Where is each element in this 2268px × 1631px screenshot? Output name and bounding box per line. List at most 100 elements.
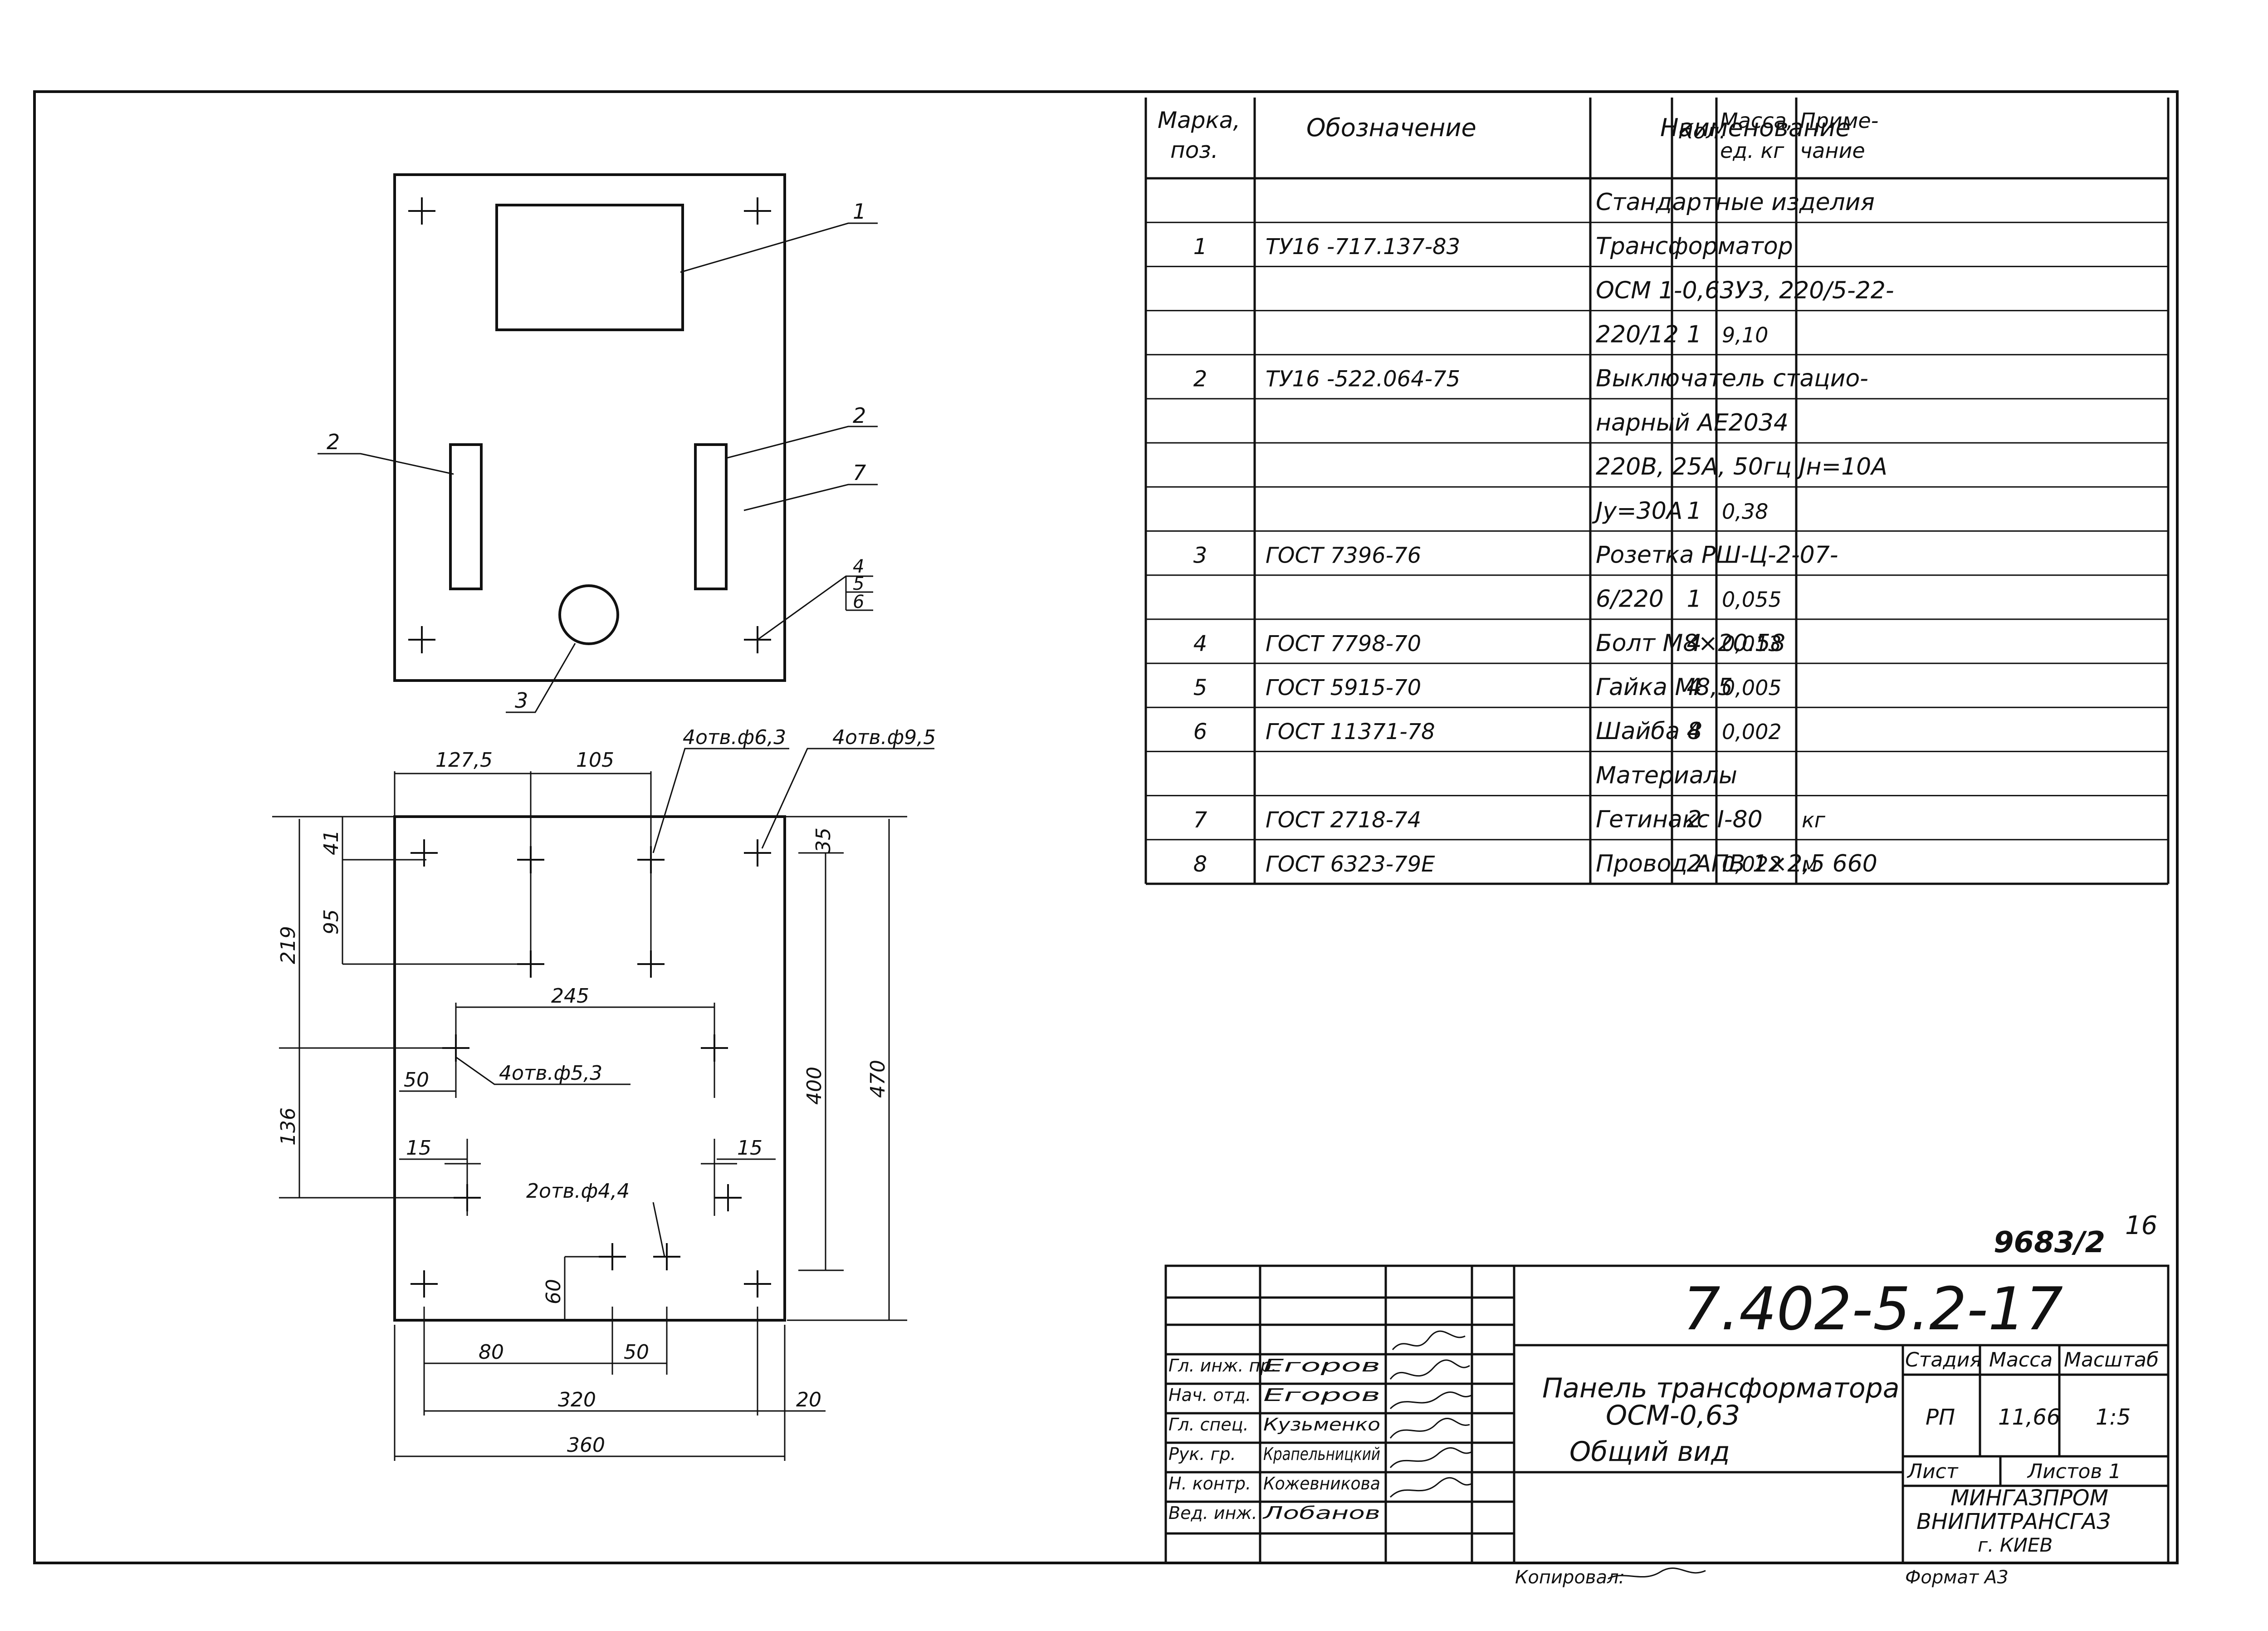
copier-signature — [1608, 1567, 1706, 1580]
spec-cell-pos: 3 — [1193, 543, 1207, 568]
callout-7: 7 — [853, 460, 866, 485]
dim-245: 245 — [551, 984, 589, 1008]
plan-view: 1 2 2 7 4 5 6 3 — [318, 173, 878, 713]
org-line-1: МИНГАЗПРОМ — [1950, 1485, 2108, 1511]
spec-cell-mass: 0,013 — [1722, 632, 1782, 656]
spec-cell-name: Гайка М8,5 — [1596, 674, 1733, 701]
document-number: 7.402-5.2-17 — [1683, 1274, 2063, 1343]
mass-value: 11,66 — [1998, 1405, 2060, 1430]
dim-50-bottom: 50 — [624, 1341, 649, 1364]
spec-cell-name: Шайба 8 — [1596, 718, 1702, 745]
callout-2-left: 2 — [327, 430, 340, 454]
spec-cell-pos: 4 — [1193, 631, 1207, 656]
dim-41: 41 — [320, 830, 343, 855]
callout-6: 6 — [853, 592, 864, 612]
spec-cell-pos: 1 — [1193, 234, 1207, 260]
spec-cell-designation: ГОСТ 11371-78 — [1266, 719, 1435, 744]
dim-95: 95 — [320, 909, 343, 935]
spec-cell-designation: ГОСТ 5915-70 — [1266, 675, 1421, 700]
dim-holes-6-3: 4отв.ф6,3 — [683, 726, 786, 749]
dim-105: 105 — [576, 749, 614, 772]
dim-80: 80 — [479, 1341, 504, 1364]
title-line-3: Общий вид — [1569, 1436, 1730, 1468]
dim-holes-4-4: 2отв.ф4,4 — [526, 1180, 630, 1203]
mass-label: Масса — [1989, 1348, 2053, 1371]
dim-360: 360 — [567, 1434, 605, 1457]
panel-outline — [393, 173, 786, 682]
dim-136: 136 — [277, 1107, 300, 1146]
role-label: Нач. отд. — [1168, 1385, 1251, 1405]
dim-127-5: 127,5 — [435, 749, 493, 772]
spec-cell-designation: ТУ16 -717.137-83 — [1266, 234, 1460, 260]
spec-header-pos-1: Марка, — [1158, 107, 1240, 133]
dim-15-right: 15 — [737, 1136, 763, 1160]
spec-cell-pos: 7 — [1193, 808, 1207, 833]
spec-header-note-1: Приме- — [1800, 108, 1878, 133]
sheet-corner-number: 16 — [2125, 1211, 2157, 1240]
spec-cell-designation: ГОСТ 2718-74 — [1266, 808, 1421, 833]
spec-cell-mass: 0,022 — [1722, 852, 1782, 877]
callout-2-right: 2 — [853, 403, 866, 428]
spec-cell-mass: 0,055 — [1722, 588, 1782, 612]
callout-3: 3 — [515, 688, 528, 713]
spec-header-mass-1: Масса, — [1720, 108, 1793, 133]
spec-cell-name: 220/12 — [1596, 321, 1679, 348]
dim-holes-9-5: 4отв.ф9,5 — [832, 726, 936, 749]
callout-5: 5 — [853, 573, 864, 594]
transformer-outline — [495, 204, 684, 331]
spec-header-mass-2: ед. кг — [1720, 138, 1784, 163]
title-line-2: ОСМ-0,63 — [1606, 1400, 1740, 1431]
spec-header-qty: Кол. — [1678, 119, 1726, 143]
spec-cell-qty: 2 — [1686, 850, 1701, 877]
spec-table: Марка, поз. Обозначение Наименование Кол… — [1144, 98, 2170, 885]
copied-by: Копировал: — [1515, 1567, 1625, 1588]
spec-cell-name: Болт М8×20.58 — [1596, 630, 1785, 657]
spec-cell-name: Jу=30А — [1592, 497, 1682, 524]
org-line-2: ВНИПИТРАНСГАЗ — [1916, 1509, 2111, 1534]
role-label: Н. контр. — [1168, 1474, 1251, 1494]
spec-cell-name: нарный АЕ2034 — [1596, 409, 1789, 436]
spec-cell-pos: 8 — [1193, 852, 1207, 877]
spec-cell-designation: ТУ16 -522.064-75 — [1266, 367, 1460, 392]
spec-cell-name: Стандартные изделия — [1596, 189, 1875, 216]
spec-cell-designation: ГОСТ 7396-76 — [1266, 543, 1421, 568]
spec-cell-name: Трансформатор — [1596, 233, 1793, 260]
dim-320: 320 — [558, 1388, 596, 1411]
spec-cell-mass: 0,38 — [1722, 499, 1768, 524]
spec-cell-name: 6/220 — [1596, 586, 1664, 613]
spec-cell-qty: 4 — [1686, 674, 1701, 701]
role-label: Вед. инж. — [1168, 1503, 1257, 1523]
dim-60: 60 — [542, 1279, 565, 1304]
dim-470: 470 — [866, 1060, 890, 1098]
spec-cell-name: Материалы — [1596, 762, 1737, 789]
spec-header-pos-2: поз. — [1170, 137, 1218, 163]
spec-cell-qty: 1 — [1686, 586, 1701, 613]
spec-cell-qty: 1 — [1686, 321, 1701, 348]
role-person: Кузьменко — [1263, 1415, 1380, 1435]
scale-value: 1:5 — [2096, 1405, 2131, 1430]
format-label: Формат А3 — [1905, 1567, 2009, 1588]
spec-cell-pos: 2 — [1193, 367, 1207, 392]
spec-cell-mass: 0,005 — [1722, 676, 1782, 700]
sheet-frame — [33, 90, 2179, 1564]
spec-cell-mass: 0,002 — [1722, 720, 1782, 744]
archive-number: 9683/2 — [1994, 1226, 2105, 1259]
spec-cell-pos: 5 — [1193, 675, 1207, 700]
switch-left-outline — [449, 443, 483, 590]
dim-holes-5-3: 4отв.ф5,3 — [499, 1062, 602, 1085]
title-block: 9683/2 16 7.402-5.2-17 Панель трансформа… — [1164, 1211, 2170, 1588]
role-label: Рук. гр. — [1168, 1444, 1236, 1464]
sheets-label: Листов 1 — [2027, 1460, 2121, 1483]
spec-cell-note: кг — [1802, 808, 1826, 833]
spec-cell-note: м — [1802, 852, 1818, 877]
role-person: Крапельницкий — [1263, 1444, 1380, 1464]
dim-50-left: 50 — [404, 1068, 429, 1092]
spec-cell-pos: 6 — [1193, 719, 1207, 744]
callout-4: 4 — [853, 556, 864, 577]
spec-cell-name: Провод АПВ 1×2,5 660 — [1596, 850, 1877, 877]
role-label: Гл. инж. пр. — [1168, 1356, 1277, 1376]
role-person: Егоров — [1263, 1385, 1380, 1405]
spec-cell-name: 220В, 25А, 50гц Jн=10А — [1596, 453, 1887, 480]
